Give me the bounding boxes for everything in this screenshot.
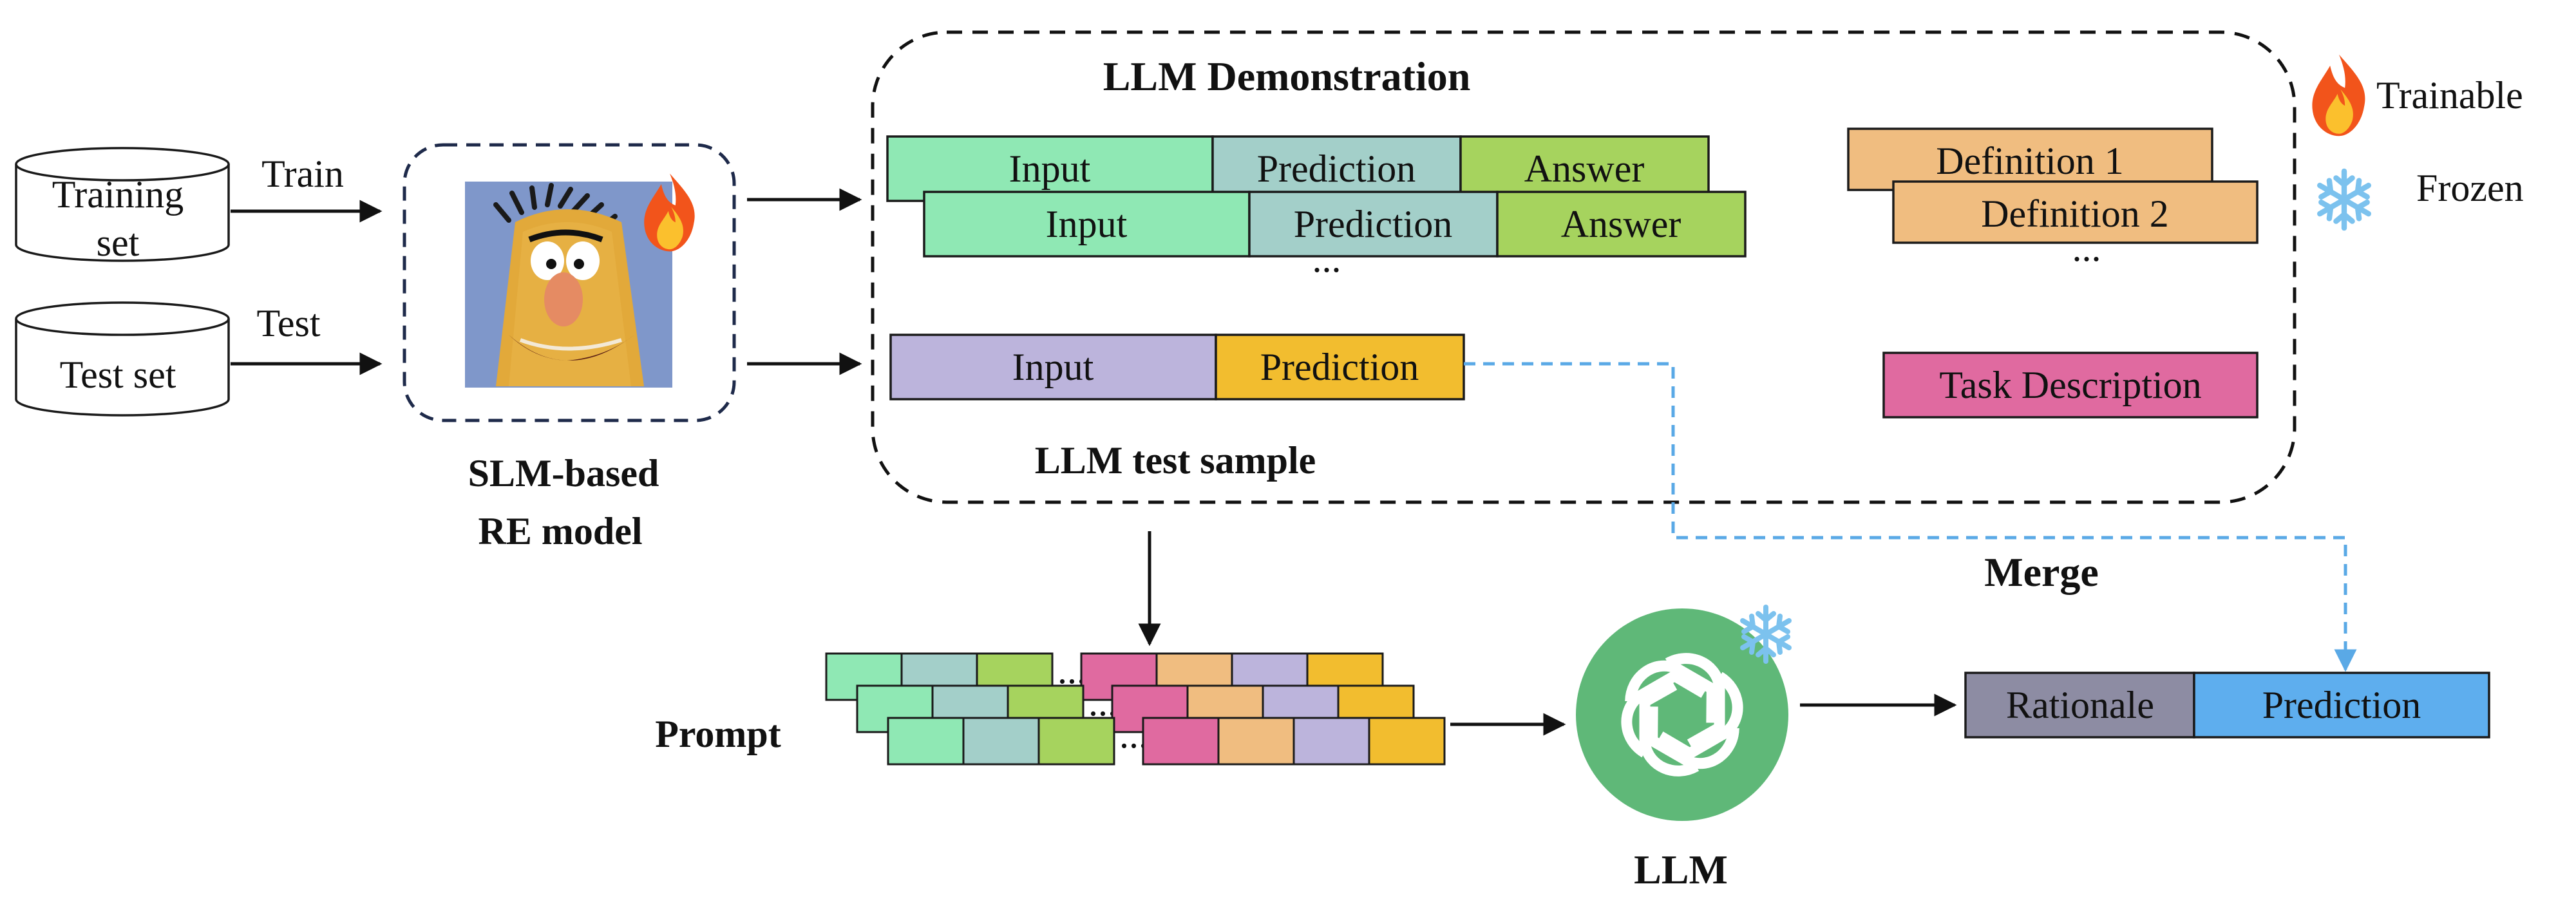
- llm-demonstration-frame: [871, 30, 2297, 504]
- demo-input-1-label: Input: [1009, 147, 1091, 190]
- slm-label-2: RE model: [478, 510, 643, 552]
- slm-model-frame: [402, 143, 736, 422]
- test-label: Test: [256, 302, 320, 344]
- test-sample-label: LLM test sample: [1035, 439, 1316, 482]
- demo-answer-1: [1459, 135, 1710, 202]
- task-description-box: [1882, 352, 2259, 419]
- test-input-box: [889, 334, 1217, 400]
- test-set-label: Test set: [60, 353, 176, 396]
- prompt-block: [1142, 717, 1220, 766]
- output-prediction-label: Prediction: [2262, 684, 2421, 726]
- test-set-cylinder: Test set: [15, 301, 230, 417]
- demo-input-2: [923, 191, 1251, 258]
- definition-ellipsis: ...: [2072, 227, 2101, 269]
- prompt-block: [1293, 717, 1370, 766]
- demo-prediction-1-label: Prediction: [1257, 147, 1416, 190]
- demo-answer-2: [1496, 191, 1747, 258]
- legend-frozen-label: Frozen: [2416, 167, 2524, 209]
- definition-1-box: [1847, 127, 2213, 191]
- demo-answer-1-label: Answer: [1524, 147, 1645, 190]
- demo-input-2-label: Input: [1046, 203, 1128, 245]
- demo-ellipsis: ...: [1312, 238, 1341, 280]
- train-label: Train: [261, 153, 344, 195]
- test-input-label: Input: [1012, 346, 1094, 388]
- test-prediction-label: Prediction: [1260, 346, 1419, 388]
- demo-prediction-2-label: Prediction: [1294, 203, 1453, 245]
- task-description-label: Task Description: [1939, 364, 2201, 406]
- prompt-label: Prompt: [655, 713, 781, 755]
- legend-snowflake-icon: [2320, 171, 2369, 228]
- demo-row-1: Input Prediction Answer: [886, 135, 1710, 202]
- training-set-label-2: set: [97, 221, 140, 264]
- prompt-stack: .........: [825, 649, 1446, 766]
- prompt-block: [1217, 717, 1295, 766]
- slm-label-1: SLM-based: [468, 452, 659, 494]
- muppet-face-icon: [465, 182, 672, 388]
- prompt-block: [887, 717, 965, 766]
- merge-label: Merge: [1984, 549, 2099, 595]
- definition-1-label: Definition 1: [1936, 140, 2124, 182]
- legend-fire-icon: [2312, 54, 2365, 136]
- demo-title: LLM Demonstration: [1103, 53, 1471, 99]
- legend-trainable-label: Trainable: [2376, 74, 2523, 117]
- prompt-block: [1368, 717, 1446, 766]
- rationale-box: [1964, 672, 2195, 739]
- demo-prediction-1: [1211, 135, 1462, 202]
- demo-row-2: Input Prediction Answer: [923, 191, 1747, 258]
- merge-dashed-line: [1464, 362, 2357, 672]
- demo-prediction-2: [1248, 191, 1499, 258]
- test-prediction-box: [1215, 334, 1465, 400]
- openai-logo-icon: [1576, 608, 1788, 821]
- prompt-block: [962, 717, 1040, 766]
- demo-answer-2-label: Answer: [1561, 203, 1681, 245]
- output-prediction-box: [2193, 672, 2490, 739]
- definition-2-box: [1892, 180, 2259, 244]
- llm-label: LLM: [1634, 847, 1728, 892]
- training-set-cylinder: Training set: [15, 147, 230, 264]
- prompt-block: [1037, 717, 1115, 766]
- training-set-label-1: Training: [52, 173, 184, 216]
- definition-2-label: Definition 2: [1981, 193, 2169, 235]
- rationale-label: Rationale: [2006, 684, 2154, 726]
